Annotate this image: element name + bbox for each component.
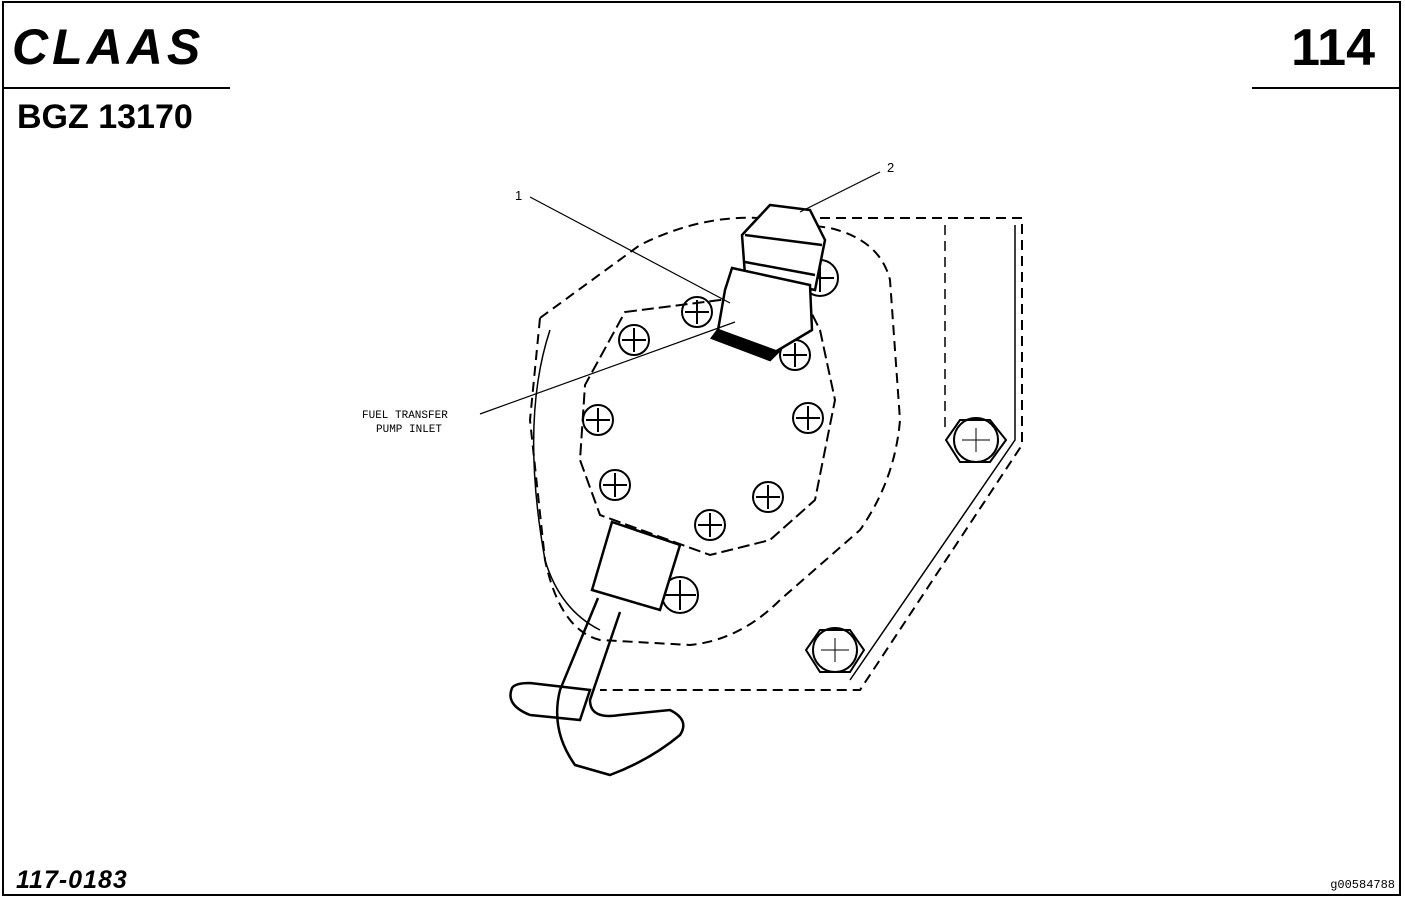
- housing-outline: [528, 216, 902, 647]
- leader-lines: [479, 171, 881, 415]
- document-code: BGZ 13170: [17, 98, 193, 136]
- inlet-fitting: [710, 203, 827, 362]
- bolt: [618, 324, 650, 356]
- pump-inlet-label: PUMP INLET: [376, 424, 442, 436]
- hex-bolt: [944, 417, 1008, 463]
- bolt: [792, 402, 824, 434]
- fuel-transfer-label: FUEL TRANSFER: [362, 410, 448, 422]
- mounting-bracket: [600, 217, 1023, 691]
- callout-1-number: 1: [515, 188, 522, 203]
- pump-flange: [578, 288, 837, 557]
- header-rule-right: [1252, 87, 1401, 89]
- bolt: [694, 509, 726, 541]
- flange-bolts: [582, 259, 839, 614]
- image-id: g00584788: [1330, 878, 1395, 892]
- page-number: 114: [1291, 19, 1375, 77]
- callout-2-number: 2: [887, 160, 894, 175]
- outlet-tube: [509, 520, 685, 777]
- claas-logo: CLAAS: [12, 20, 204, 68]
- brand-logo-text: CLAAS: [12, 20, 204, 68]
- hex-bolt: [804, 627, 866, 673]
- bolt: [681, 296, 713, 328]
- header-rule-left: [2, 87, 230, 89]
- part-code: 117-0183: [16, 866, 128, 894]
- bolt: [599, 469, 631, 501]
- bracket-hex-bolts: [804, 417, 1008, 673]
- bolt: [582, 404, 614, 436]
- bolt: [752, 481, 784, 513]
